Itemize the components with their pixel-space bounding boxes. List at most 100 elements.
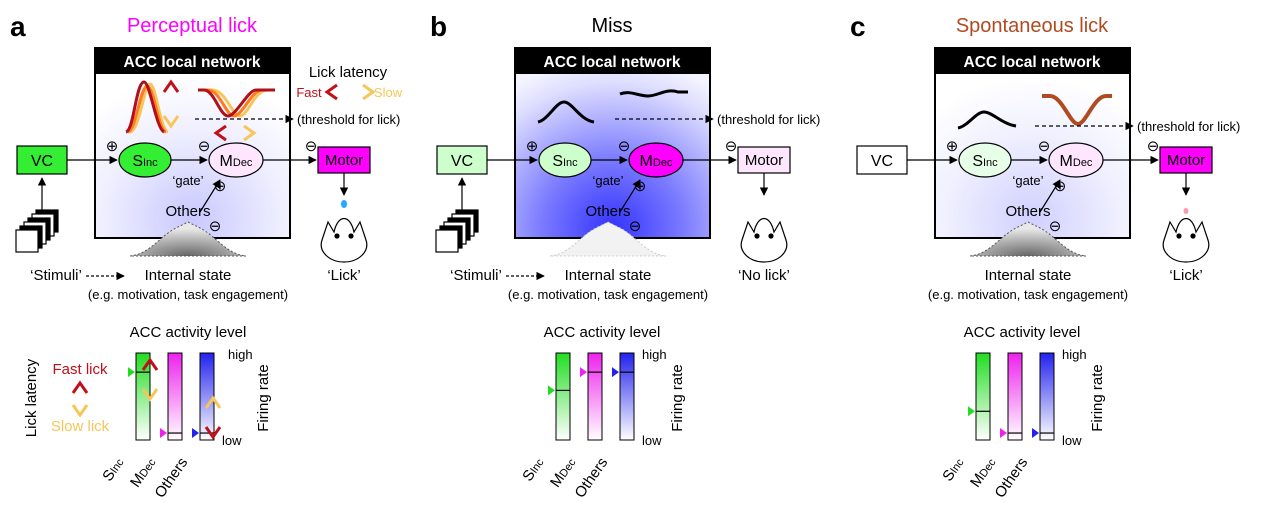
network-header-bar	[95, 48, 290, 74]
motor-box	[1159, 146, 1213, 174]
stimuli-stack-icon	[15, 209, 59, 253]
high-label: high	[1062, 347, 1087, 362]
vc-box	[436, 145, 488, 175]
svg-text:⊖: ⊖	[198, 138, 211, 155]
svg-text:⊖: ⊖	[209, 218, 222, 235]
others-bar	[619, 352, 635, 441]
svg-text:MDec: MDec	[547, 454, 580, 490]
m-dec-bar	[587, 352, 603, 441]
side-axis-label: Lick latency	[23, 358, 40, 437]
latency-arrow	[324, 83, 376, 101]
mouse-licking-icon	[1162, 208, 1210, 263]
connections	[457, 155, 769, 213]
activity-bars	[128, 352, 215, 441]
svg-text:SInc: SInc	[939, 454, 967, 484]
network-box	[94, 47, 291, 239]
m-dec-latency-arrow	[213, 124, 257, 142]
s-inc-label: SInc	[552, 153, 578, 170]
others-level-marker	[612, 367, 619, 378]
m-dec-level-marker	[580, 367, 587, 378]
motor-label: Motor	[325, 152, 363, 169]
others-label: Others	[585, 203, 630, 220]
high-label: high	[642, 347, 667, 362]
internal-state-mound	[549, 221, 667, 257]
panel-title: Spontaneous lick	[956, 15, 1109, 37]
svg-text:⊖: ⊖	[629, 218, 642, 235]
internal-state-label: Internal state	[145, 267, 232, 284]
internal-state-example: (e.g. motivation, task engagement)	[88, 287, 288, 302]
activity-title: ACC activity level	[130, 324, 247, 341]
firing-rate-label: Firing rate	[669, 364, 686, 432]
svg-text:⊖: ⊖	[725, 138, 738, 155]
m-dec-trace	[1042, 94, 1112, 127]
threshold-label: (threshold for lick)	[717, 112, 820, 127]
high-label: high	[228, 347, 253, 362]
network-box	[934, 47, 1131, 239]
gate-label: ‘gate’	[1012, 173, 1043, 188]
network-header-bar	[935, 48, 1130, 74]
svg-text:Others: Others	[572, 455, 612, 502]
activity-title: ACC activity level	[544, 324, 661, 341]
side-latency-arrow	[71, 380, 89, 418]
panel-title: Miss	[591, 15, 632, 37]
panel-title: Perceptual lick	[127, 15, 258, 37]
m-dec-bar	[1007, 352, 1023, 441]
stimuli-stack-icon	[435, 209, 479, 253]
outcome-label: ‘No lick’	[738, 267, 790, 284]
mouse-icon	[740, 217, 788, 263]
connections	[37, 155, 349, 213]
m-dec-bar	[167, 352, 183, 441]
others-bar	[199, 352, 215, 441]
svg-text:⊖: ⊖	[305, 138, 318, 155]
low-label: low	[642, 433, 662, 448]
m-dec-label: MDec	[1060, 153, 1093, 170]
network-header-bar	[515, 48, 710, 74]
internal-state-label: Internal state	[985, 267, 1072, 284]
others-label: Others	[1005, 203, 1050, 220]
m-dec-traces	[198, 88, 275, 118]
vc-label: VC	[31, 153, 53, 170]
s-inc-level-marker	[128, 367, 135, 378]
others-bar	[1039, 352, 1055, 441]
internal-state-example: (e.g. motivation, task engagement)	[508, 287, 708, 302]
outcome-label: ‘Lick’	[327, 267, 360, 284]
others-level-marker	[192, 428, 199, 439]
sign-markers: ⊕ ⊖ ⊖ ⊕ ⊖	[526, 138, 738, 235]
sign-markers: ⊕ ⊖ ⊖ ⊕ ⊖	[106, 138, 318, 235]
latency-slow: Slow	[374, 85, 403, 100]
internal-state-label: Internal state	[565, 267, 652, 284]
panel-label: b	[430, 11, 447, 42]
internal-state-mound	[969, 221, 1087, 257]
svg-text:Others: Others	[992, 455, 1032, 502]
bar-labels: SInc MDec Others	[519, 454, 612, 502]
bar-level-arrows	[141, 357, 222, 440]
s-inc-label: SInc	[132, 153, 158, 170]
svg-text:⊖: ⊖	[1038, 138, 1051, 155]
panel-c: c Spontaneous lick ACC local network (th…	[850, 11, 1240, 501]
internal-state-example: (e.g. motivation, task engagement)	[928, 287, 1128, 302]
svg-text:⊕: ⊕	[1054, 178, 1067, 195]
svg-text:⊕: ⊕	[106, 138, 119, 155]
svg-text:SInc: SInc	[99, 454, 127, 484]
outcome-label: ‘Lick’	[1169, 267, 1202, 284]
network-header: ACC local network	[124, 54, 261, 71]
low-label: low	[222, 433, 242, 448]
s-inc-label: SInc	[972, 153, 998, 170]
svg-text:⊖: ⊖	[1049, 218, 1062, 235]
svg-text:⊕: ⊕	[214, 178, 227, 195]
internal-state-mound	[129, 221, 247, 257]
activity-bars	[968, 352, 1055, 441]
vc-label: VC	[871, 153, 893, 170]
stimuli-label: ‘Stimuli’	[450, 267, 502, 284]
mouse-licking-icon	[320, 200, 368, 263]
others-label: Others	[165, 203, 210, 220]
stimuli-label: ‘Stimuli’	[30, 267, 82, 284]
motor-label: Motor	[745, 152, 783, 169]
svg-text:SInc: SInc	[519, 454, 547, 484]
panel-b: b Miss ACC local network (threshold for …	[430, 11, 820, 501]
m-dec-trace	[619, 89, 688, 98]
svg-text:⊕: ⊕	[526, 138, 539, 155]
sign-markers: ⊕ ⊖ ⊖ ⊕ ⊖	[946, 138, 1160, 235]
s-inc-level-marker	[968, 406, 975, 417]
connections	[907, 155, 1191, 213]
